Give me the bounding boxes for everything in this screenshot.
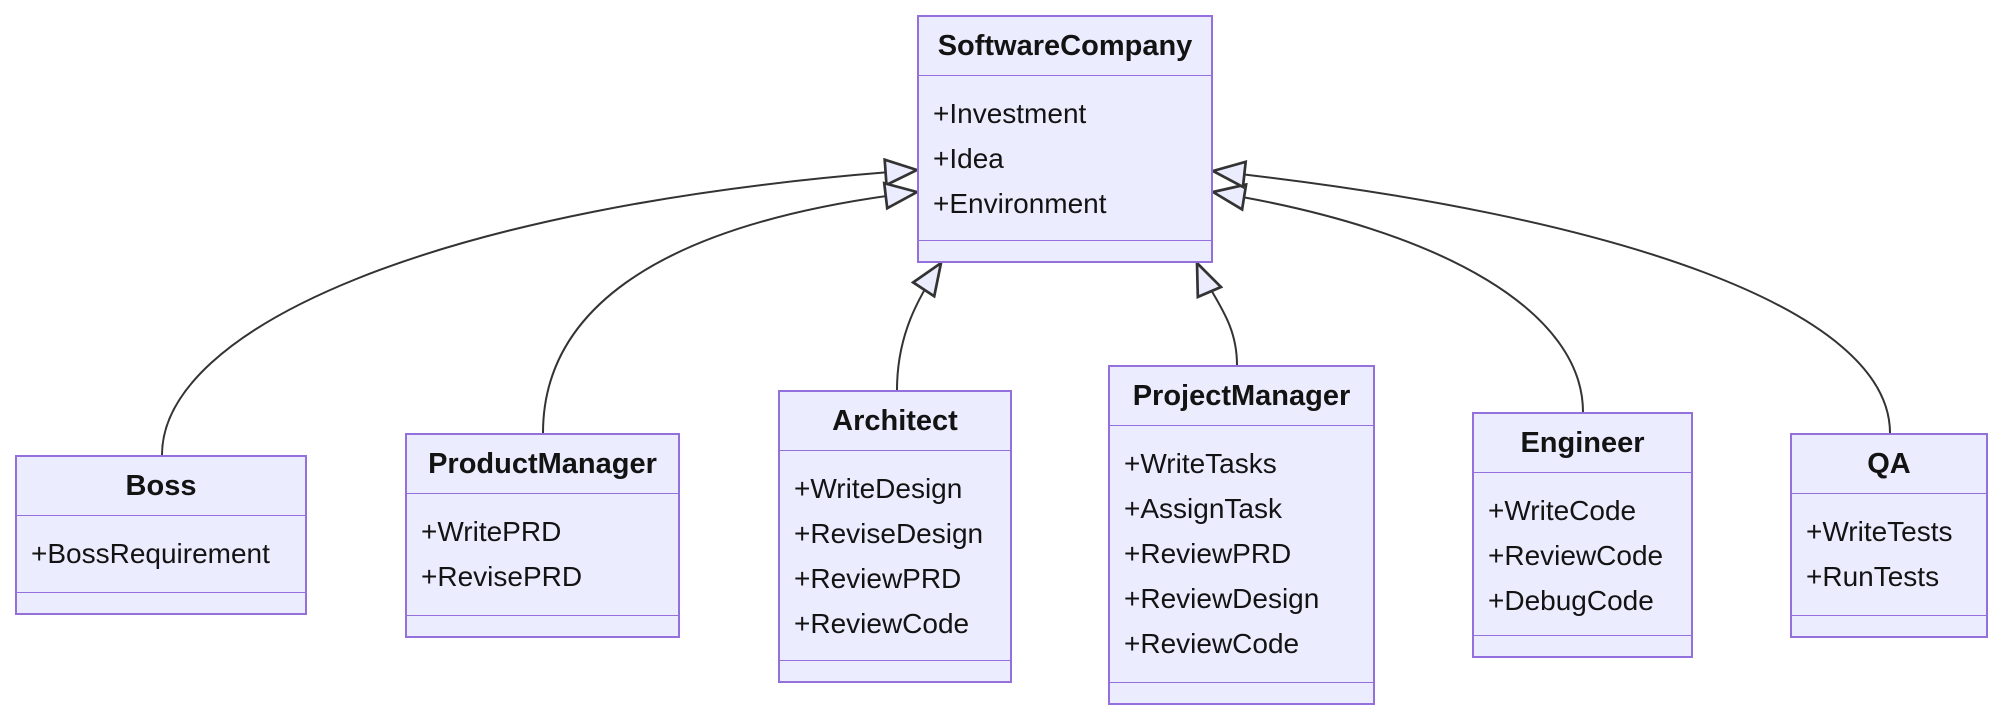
class-architect: Architect +WriteDesign +ReviseDesign +Revi…: [778, 390, 1012, 683]
class-attributes: +Investment +Idea +Environment: [919, 76, 1211, 240]
class-attribute: +ReviewCode: [1488, 540, 1664, 571]
class-attribute: +ReviewPRD: [1124, 538, 1292, 569]
class-title: SoftwareCompany: [919, 17, 1211, 76]
class-attribute: +RunTests: [1806, 561, 1940, 592]
class-methods-empty: [919, 240, 1211, 261]
class-title: Architect: [780, 392, 1010, 451]
class-attribute: +ReviewCode: [794, 608, 970, 639]
class-attribute: +Environment: [933, 188, 1107, 219]
class-title: QA: [1792, 435, 1986, 494]
class-attributes: +BossRequirement: [17, 516, 305, 592]
class-attribute: +ReviewDesign: [1124, 583, 1320, 614]
class-title: ProjectManager: [1110, 367, 1373, 426]
class-attribute: +WriteCode: [1488, 495, 1637, 526]
class-title: ProductManager: [407, 435, 678, 494]
class-qa: QA +WriteTests +RunTests: [1790, 433, 1988, 638]
class-engineer: Engineer +WriteCode +ReviewCode +DebugCode: [1472, 412, 1693, 658]
class-methods-empty: [407, 615, 678, 636]
class-methods-empty: [1474, 635, 1691, 656]
class-attributes: +WriteTasks +AssignTask +ReviewPRD +ReviewD…: [1110, 426, 1373, 682]
class-attribute: +Investment: [933, 98, 1087, 129]
class-attribute: +ReviewCode: [1124, 628, 1300, 659]
edge-engineer-to-softwarecompany: [1213, 192, 1584, 413]
edge-productmanager-to-softwarecompany: [542, 192, 917, 434]
class-methods-empty: [1110, 682, 1373, 703]
class-attribute: +DebugCode: [1488, 585, 1654, 616]
class-attributes: +WriteCode +ReviewCode +DebugCode: [1474, 473, 1691, 635]
class-methods-empty: [17, 592, 305, 613]
class-softwarecompany: SoftwareCompany +Investment +Idea +Environ…: [917, 15, 1213, 263]
edge-qa-to-softwarecompany: [1213, 171, 1891, 434]
class-attribute: +WriteTasks: [1124, 448, 1277, 479]
class-attribute: +Idea: [933, 143, 1004, 174]
class-attribute: +AssignTask: [1124, 493, 1282, 524]
class-attribute: +ReviewPRD: [794, 563, 962, 594]
class-attributes: +WritePRD +RevisePRD: [407, 494, 678, 615]
edge-boss-to-softwarecompany: [161, 170, 917, 456]
class-methods-empty: [780, 660, 1010, 681]
class-attributes: +WriteDesign +ReviseDesign +ReviewPRD +Revi…: [780, 451, 1010, 660]
class-title: Boss: [17, 457, 305, 516]
edge-projectmanager-to-softwarecompany: [1197, 263, 1238, 366]
class-attribute: +ReviseDesign: [794, 518, 984, 549]
class-title: Engineer: [1474, 414, 1691, 473]
class-attribute: +WritePRD: [421, 516, 562, 547]
class-methods-empty: [1792, 615, 1986, 636]
class-attribute: +WriteTests: [1806, 516, 1953, 547]
class-attributes: +WriteTests +RunTests: [1792, 494, 1986, 615]
class-productmanager: ProductManager +WritePRD +RevisePRD: [405, 433, 680, 638]
class-attribute: +WriteDesign: [794, 473, 963, 504]
class-projectmanager: ProjectManager +WriteTasks +AssignTask +Re…: [1108, 365, 1375, 705]
edge-architect-to-softwarecompany: [896, 263, 941, 391]
class-attribute: +BossRequirement: [31, 538, 270, 569]
class-boss: Boss +BossRequirement: [15, 455, 307, 615]
class-attribute: +RevisePRD: [421, 561, 583, 592]
